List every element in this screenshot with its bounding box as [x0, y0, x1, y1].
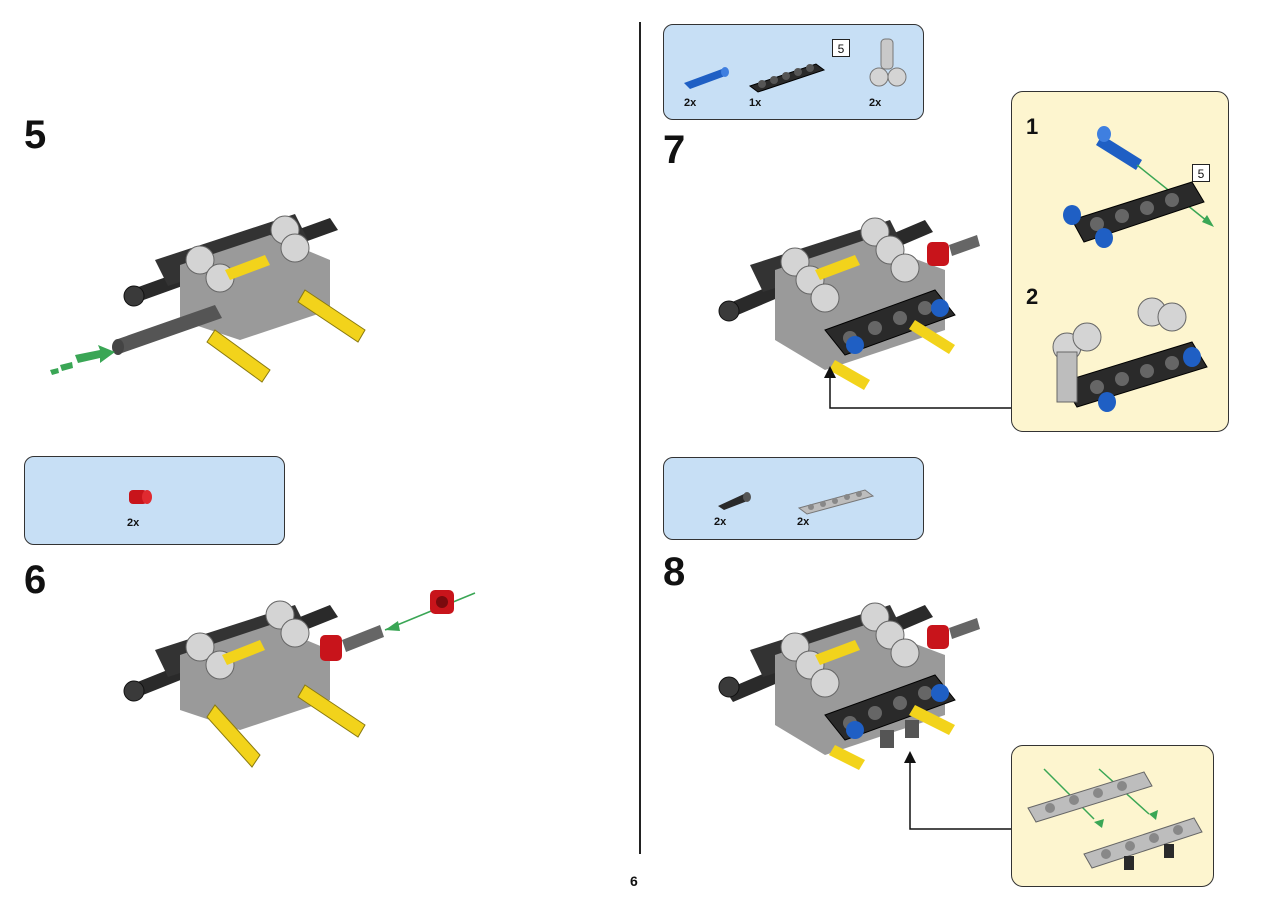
step-6-assembly-illustration	[123, 590, 476, 768]
step-7-callout-arrow	[824, 366, 1012, 409]
gray-thin-beam-icon	[797, 489, 875, 515]
step-8-parts-box: 2x 2x	[663, 457, 924, 540]
gray-connector-icon	[869, 38, 907, 87]
page-divider	[639, 22, 641, 854]
step-7-substep-box: 1 5 2	[1011, 91, 1229, 432]
substep-2-number: 2	[1026, 284, 1039, 309]
step-8-number: 8	[663, 550, 686, 594]
step-8-part-1-qty: 2x	[714, 516, 727, 528]
black-beam-icon	[748, 63, 826, 93]
step-7-assembly-illustration	[718, 217, 980, 390]
substep-2-illustration	[1052, 297, 1208, 412]
step-8-part-2-qty: 2x	[797, 516, 810, 528]
substep-1-illustration	[1063, 126, 1214, 248]
step-5-number: 5	[24, 113, 47, 157]
page-number: 6	[630, 873, 638, 889]
step-7-beam-length-badge: 5	[832, 39, 850, 57]
substep-1-length-badge: 5	[1192, 164, 1210, 182]
step-6-part-1-qty: 2x	[127, 517, 140, 529]
step-8-callout-arrow	[904, 751, 1012, 830]
step-8-substep-box	[1011, 745, 1214, 887]
step-6-number: 6	[24, 558, 47, 602]
step-7-part-3-qty: 2x	[869, 97, 882, 109]
step-6-parts-box: 2x	[24, 456, 285, 545]
step-7-parts-box: 2x 5 1x 2x	[663, 24, 924, 120]
step-7-part-2-qty: 1x	[749, 97, 762, 109]
step-7-part-1-qty: 2x	[684, 97, 697, 109]
step-8-assembly-illustration	[718, 602, 980, 770]
substep-1-number: 1	[1026, 114, 1039, 139]
step-7-number: 7	[663, 128, 686, 172]
step-5-assembly-illustration	[50, 214, 366, 383]
black-pin-icon	[718, 492, 751, 510]
blue-pin-icon	[684, 67, 729, 89]
step-8-substep-illustration	[1027, 768, 1203, 870]
red-bush-icon	[129, 490, 152, 504]
